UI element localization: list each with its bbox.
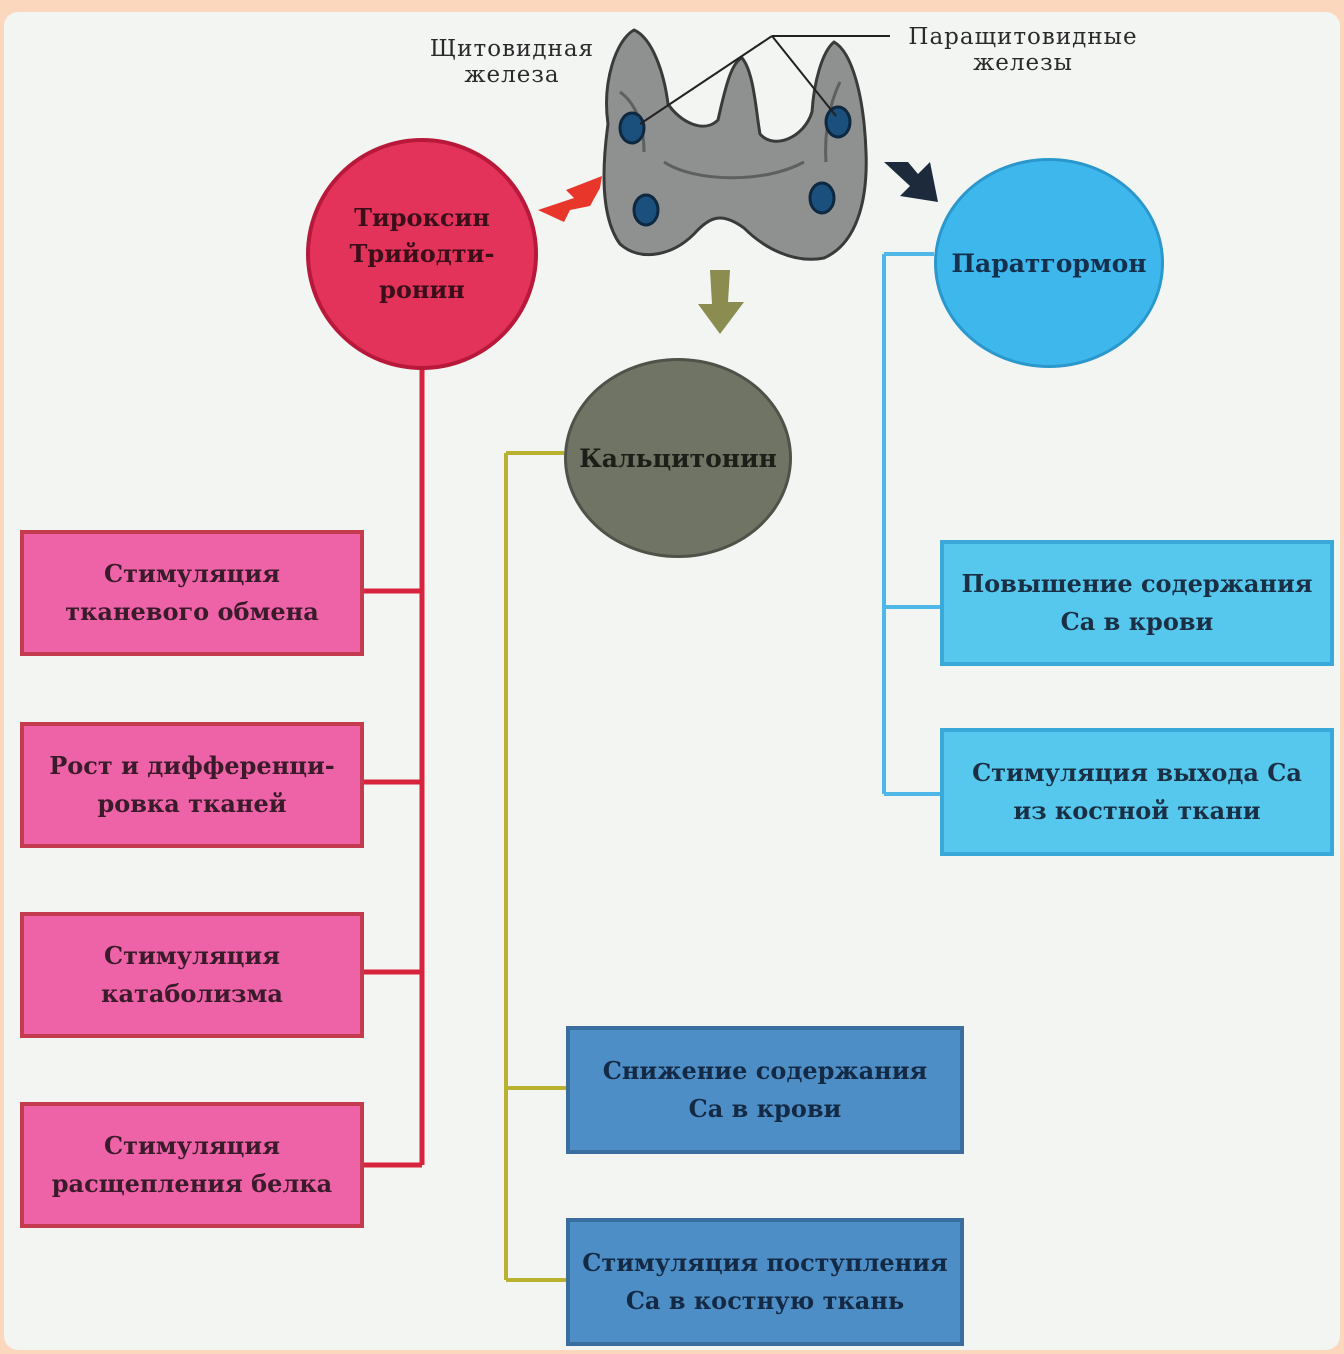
red-arrow-icon: [538, 176, 602, 222]
parathyroid-dot: [632, 193, 660, 227]
olive-arrow-icon: [698, 270, 744, 334]
effect-catabolism: Стимуляция катаболизма: [20, 912, 364, 1038]
effect-protein-breakdown: Стимуляция расщепления белка: [20, 1102, 364, 1228]
thyroxine-circle: Тироксин Трийодти- ронин: [306, 138, 538, 370]
diagram-canvas: Щитовидная железа Паращитовидные железы …: [4, 12, 1340, 1350]
parathormone-circle: Паратгормон: [934, 158, 1164, 368]
effect-ca-from-bone: Стимуляция выхода Са из костной ткани: [940, 728, 1334, 856]
effect-ca-to-bone: Стимуляция поступления Са в костную ткан…: [566, 1218, 964, 1346]
parathyroid-dot: [824, 105, 852, 139]
thyroid-gland-illustration: [602, 28, 890, 261]
thyroid-gland-label: Щитовидная железа: [429, 36, 595, 88]
effect-tissue-growth: Рост и дифференци- ровка тканей: [20, 722, 364, 848]
effect-tissue-metabolism: Стимуляция тканевого обмена: [20, 530, 364, 656]
parathyroid-dot: [808, 181, 836, 215]
dark-arrow-icon: [884, 162, 938, 202]
effect-ca-decrease: Снижение содержания Са в крови: [566, 1026, 964, 1154]
parathyroid-dot: [618, 111, 646, 145]
effect-ca-increase: Повышение содержания Са в крови: [940, 540, 1334, 666]
connector-lines: [360, 28, 942, 1282]
calcitonin-circle: Кальцитонин: [564, 358, 792, 558]
parathyroid-glands-label: Паращитовидные железы: [908, 24, 1138, 76]
